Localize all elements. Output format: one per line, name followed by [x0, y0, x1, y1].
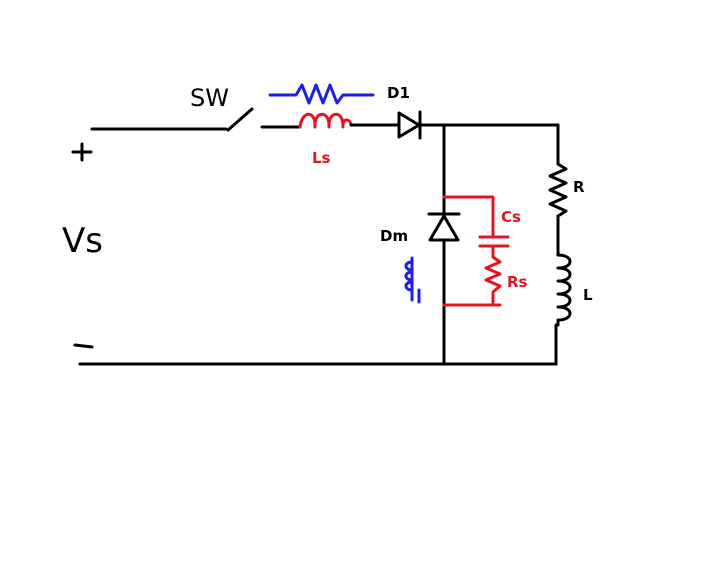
label-r: R	[573, 178, 585, 196]
label-rs: Rs	[507, 273, 528, 291]
label-cs: Cs	[501, 208, 521, 226]
label-dm: Dm	[380, 227, 408, 245]
label-vs: Vs	[62, 221, 103, 261]
diode-dm	[427, 212, 461, 242]
resistor-r	[548, 162, 568, 218]
minus-sign	[73, 343, 94, 349]
capacitor-cs	[478, 235, 510, 248]
stray-resistor-blue	[268, 83, 375, 105]
label-sw: SW	[190, 84, 229, 112]
diode-d1	[397, 110, 422, 140]
label-l: L	[583, 286, 593, 304]
snubber-top	[442, 195, 495, 238]
inductor-l	[556, 253, 572, 327]
label-ls: Ls	[312, 149, 331, 167]
stray-inductor-blue	[404, 256, 421, 304]
plus-sign	[71, 142, 93, 162]
switch-sw	[226, 107, 254, 132]
inductor-ls	[298, 112, 353, 129]
resistor-rs	[484, 255, 502, 307]
label-d1: D1	[387, 84, 410, 102]
